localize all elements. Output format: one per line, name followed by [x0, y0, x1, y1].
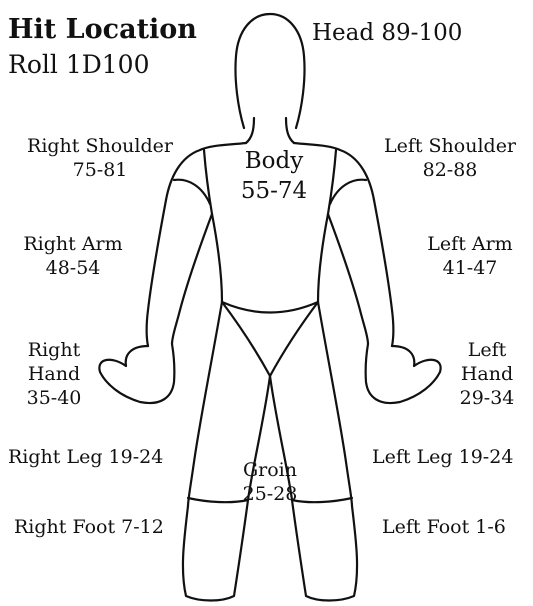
label-groin: Groin 25-28 [234, 458, 306, 506]
label-right-hand-range: 35-40 [14, 386, 94, 410]
label-right-leg: Right Leg 19-24 [8, 445, 163, 469]
label-right-arm-name: Right Arm [14, 232, 132, 256]
label-right-foot: Right Foot 7-12 [14, 515, 164, 539]
page-title: Hit Location [8, 14, 197, 46]
label-right-arm: Right Arm 48-54 [14, 232, 132, 280]
left-leg-outer [318, 302, 352, 506]
right-leg-outer [188, 302, 222, 506]
waist-line [222, 302, 318, 313]
label-left-leg: Left Leg 19-24 [372, 445, 513, 469]
head-outline [235, 14, 304, 128]
label-left-arm: Left Arm 41-47 [412, 232, 528, 280]
label-right-shoulder-name: Right Shoulder [14, 134, 186, 158]
label-right-hand-name2: Hand [14, 362, 94, 386]
label-left-hand-range: 29-34 [448, 386, 526, 410]
neck-left [246, 118, 254, 143]
left-shoulder-seam [330, 180, 366, 204]
page-subtitle: Roll 1D100 [8, 50, 149, 80]
label-groin-name: Groin [234, 458, 306, 482]
label-body-range: 55-74 [232, 176, 316, 206]
label-left-arm-name: Left Arm [412, 232, 528, 256]
left-arm-inner [328, 214, 368, 344]
label-left-shoulder: Left Shoulder 82-88 [372, 134, 528, 182]
label-left-hand: Left Hand 29-34 [448, 338, 526, 410]
label-right-shoulder: Right Shoulder 75-81 [14, 134, 186, 182]
label-left-hand-name1: Left [448, 338, 526, 362]
left-foot-outline [292, 500, 357, 601]
right-hand-outline [99, 344, 174, 403]
label-body: Body 55-74 [232, 146, 316, 206]
right-shoulder-seam [174, 180, 210, 204]
label-groin-range: 25-28 [234, 482, 306, 506]
label-body-name: Body [232, 146, 316, 176]
left-arm-outer [374, 200, 394, 346]
label-left-shoulder-range: 82-88 [372, 158, 528, 182]
label-right-arm-range: 48-54 [14, 256, 132, 280]
label-left-hand-name2: Hand [448, 362, 526, 386]
right-arm-outer [147, 200, 167, 346]
neck-right [286, 118, 294, 143]
left-hand-outline [366, 344, 441, 403]
right-arm-inner [172, 214, 212, 344]
label-right-hand: Right Hand 35-40 [14, 338, 94, 410]
right-foot-outline [183, 500, 248, 601]
label-head: Head 89-100 [312, 18, 462, 48]
label-left-shoulder-name: Left Shoulder [372, 134, 528, 158]
label-left-arm-range: 41-47 [412, 256, 528, 280]
label-right-hand-name1: Right [14, 338, 94, 362]
label-right-shoulder-range: 75-81 [14, 158, 186, 182]
label-left-foot: Left Foot 1-6 [382, 515, 506, 539]
